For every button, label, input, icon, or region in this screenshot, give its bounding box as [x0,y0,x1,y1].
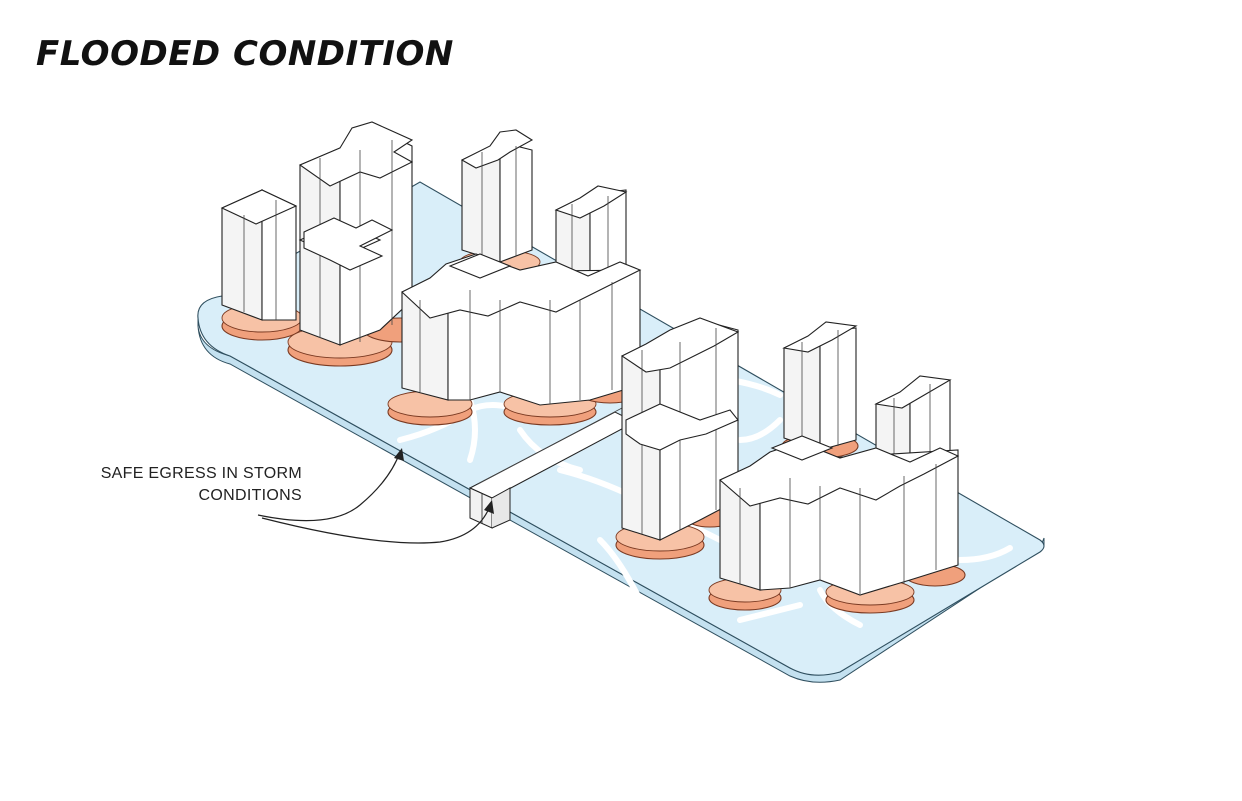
page-title: FLOODED CONDITION [36,34,454,74]
egress-annotation-line-1: SAFE EGRESS IN STORM [100,465,302,482]
tower-far-left [220,189,303,341]
tower-right-back-1 [781,321,859,459]
tower-cluster-right-mid [615,317,740,560]
egress-annotation-line-2: CONDITIONS [198,487,302,504]
egress-callout-leaders [257,448,494,544]
tower-block-middle [387,253,643,426]
tower-block-front-right [708,435,966,614]
